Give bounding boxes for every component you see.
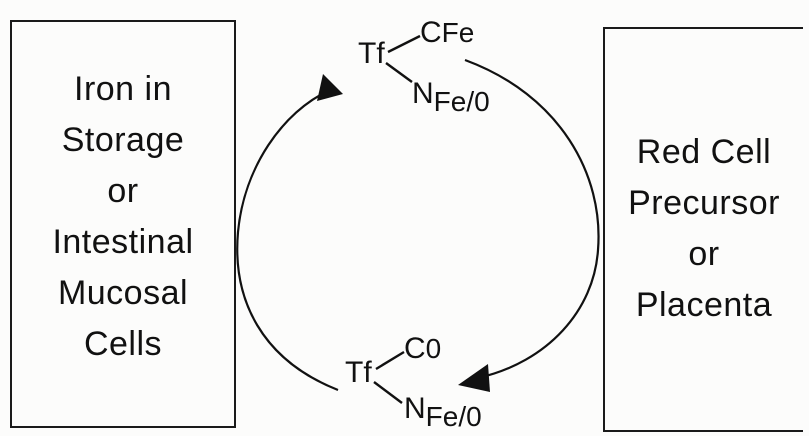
bottom-protein-label: Tf (345, 356, 372, 389)
top-c-bond (387, 34, 421, 54)
top-c-lobe-label: CFe (420, 16, 474, 49)
top-n-state: Fe/0 (434, 86, 490, 117)
iron-destination-line: or (688, 235, 720, 273)
bottom-n-lobe-label: NFe/0 (404, 392, 482, 432)
bottom-c-state: 0 (426, 333, 442, 364)
bottom-c-bond (375, 350, 405, 371)
iron-destination-line: Red Cell (636, 133, 772, 171)
top-c-state: Fe (442, 17, 475, 48)
top-transferrin-complex: Tf CFe NFe/0 (358, 16, 490, 117)
bottom-n-bond (373, 381, 403, 404)
top-n-bond (385, 62, 413, 83)
loading-arc (236, 89, 339, 392)
iron-source-line: Cells (83, 325, 163, 363)
loading-arrowhead (317, 74, 343, 101)
iron-destination-box: Red Cell Precursor or Placenta (603, 27, 803, 432)
bottom-c-letter: C (404, 332, 426, 365)
release-arrowhead (458, 364, 490, 392)
iron-source-line: Storage (61, 121, 185, 159)
bottom-n-letter: N (404, 392, 426, 425)
bottom-c-lobe-label: C0 (404, 332, 441, 365)
iron-source-line: Iron in (74, 70, 172, 108)
top-n-letter: N (412, 77, 434, 110)
bottom-transferrin-complex: Tf C0 NFe/0 (345, 332, 482, 432)
iron-destination-text: Red Cell Precursor or Placenta (605, 127, 803, 331)
release-arc (464, 58, 600, 380)
iron-source-line: or (107, 172, 139, 210)
bottom-n-state: Fe/0 (426, 401, 482, 432)
iron-source-line: Mucosal (57, 274, 189, 312)
top-n-lobe-label: NFe/0 (412, 77, 490, 117)
top-c-letter: C (420, 16, 442, 49)
iron-source-line: Intestinal (52, 223, 194, 261)
iron-destination-line: Precursor (628, 184, 780, 222)
iron-source-box: Iron in Storage or Intestinal Mucosal Ce… (10, 20, 236, 428)
iron-destination-line: Placenta (635, 286, 773, 324)
iron-source-text: Iron in Storage or Intestinal Mucosal Ce… (12, 64, 234, 370)
top-protein-label: Tf (358, 37, 385, 70)
